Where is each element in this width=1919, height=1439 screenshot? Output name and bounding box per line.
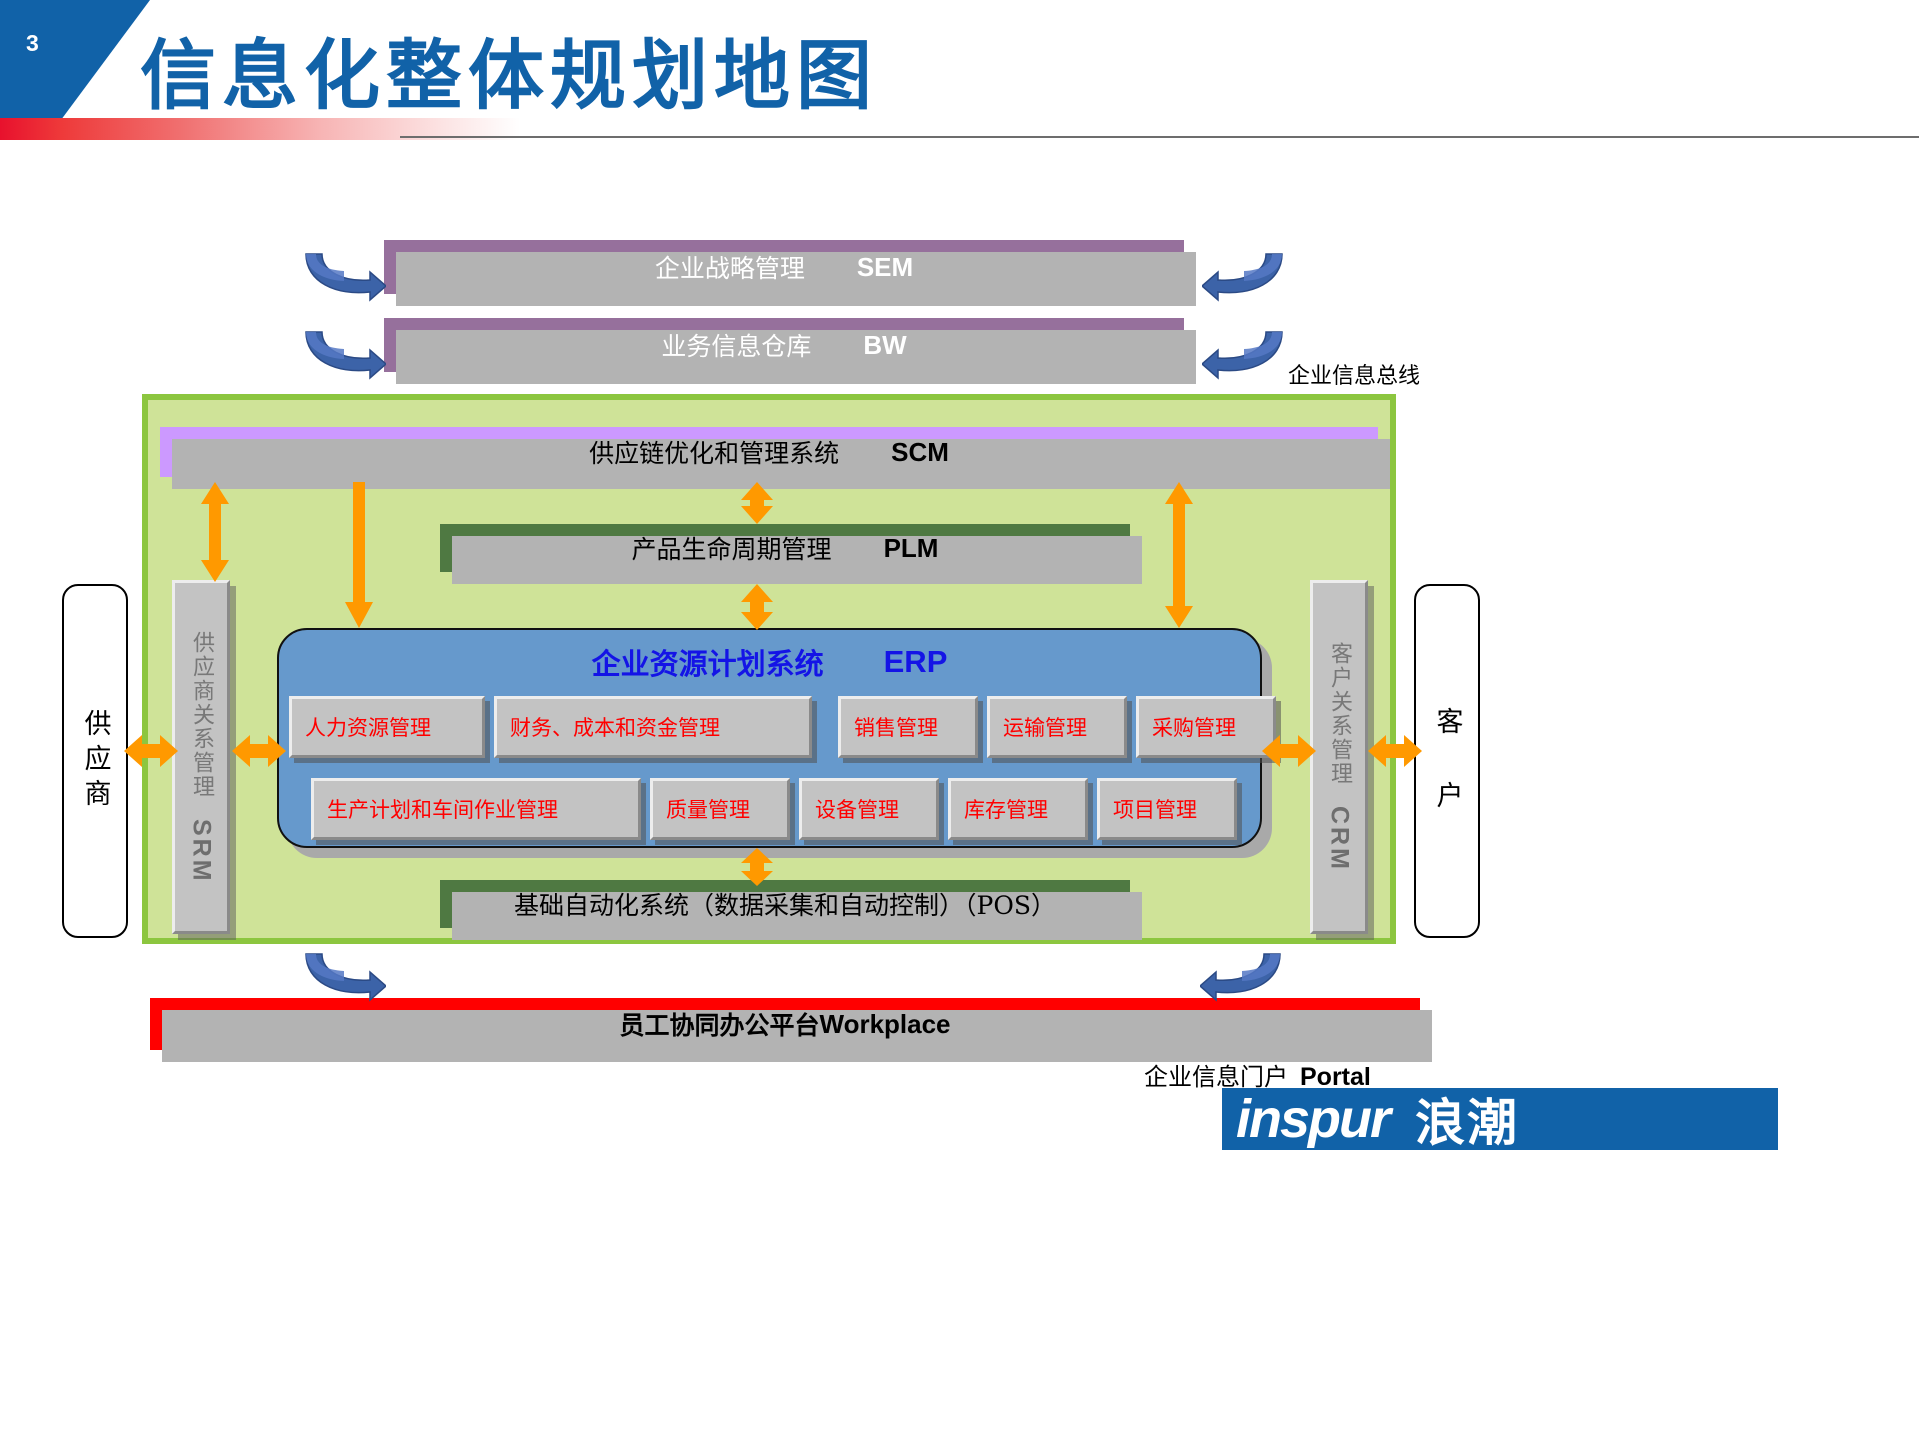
bw-label-en: BW	[863, 329, 907, 360]
erp-title: 企业资源计划系统 ERP	[279, 640, 1260, 684]
erp-module-row-2: 生产计划和车间作业管理 质量管理 设备管理 库存管理 项目管理	[289, 778, 1237, 840]
srm-panel: 供应商关系管理 SRM	[172, 580, 230, 934]
erp-module-row-1: 人力资源管理 财务、成本和资金管理 销售管理 运输管理 采购管理	[289, 696, 1276, 758]
srm-label-cn: 供应商关系管理	[189, 630, 214, 799]
erp-module[interactable]: 人力资源管理	[289, 696, 485, 758]
workplace-bar: 员工协同办公平台 Workplace	[150, 998, 1432, 1062]
plm-label-en: PLM	[883, 532, 939, 563]
workplace-label-cn: 员工协同办公平台	[619, 1011, 820, 1040]
erp-module[interactable]: 库存管理	[948, 778, 1088, 840]
slide-header: 3 信息化整体规划地图	[0, 0, 1919, 160]
portal-note-cn: 企业信息门户	[1144, 1063, 1288, 1091]
erp-label-en: ERP	[883, 644, 948, 679]
orange-arrow-erp-crm	[1262, 734, 1316, 768]
erp-module[interactable]: 项目管理	[1097, 778, 1237, 840]
curved-arrow-sem-left	[300, 248, 388, 307]
crm-label-cn: 客户关系管理	[1327, 642, 1352, 787]
sem-label-cn: 企业战略管理	[654, 254, 805, 283]
supplier-label: 供应商	[79, 708, 111, 814]
sem-bar: 企业战略管理 SEM	[384, 240, 1196, 306]
portal-note: 企业信息门户 Portal	[1144, 1057, 1371, 1092]
page-title: 信息化整体规划地图	[140, 31, 878, 120]
header-red-gradient-bar	[0, 118, 520, 140]
erp-label-cn: 企业资源计划系统	[591, 647, 824, 681]
inspur-logo: inspur 浪潮	[1222, 1088, 1778, 1152]
erp-module[interactable]: 销售管理	[838, 696, 978, 758]
orange-arrow-scm-srm	[200, 482, 230, 582]
curved-arrow-bw-left	[300, 326, 388, 385]
erp-module[interactable]: 财务、成本和资金管理	[494, 696, 812, 758]
scm-bar: 供应链优化和管理系统 SCM	[160, 427, 1390, 489]
bw-label-cn: 业务信息仓库	[661, 332, 812, 361]
supplier-box: 供应商	[62, 584, 128, 938]
orange-arrow-srm-erp	[232, 734, 286, 768]
workplace-label-en: Workplace	[819, 1008, 951, 1039]
curved-arrow-bw-right	[1200, 326, 1288, 385]
inspur-logo-en: inspur	[1236, 1089, 1391, 1149]
pos-label-cn: 基础自动化系统（数据采集和自动控制）（POS）	[514, 891, 1056, 920]
orange-arrow-erp-pos	[740, 848, 774, 886]
crm-panel: 客户关系管理 CRM	[1310, 580, 1368, 934]
orange-arrow-plm-erp	[740, 584, 774, 630]
srm-label-en: SRM	[187, 818, 216, 884]
erp-module[interactable]: 质量管理	[650, 778, 790, 840]
erp-panel: 企业资源计划系统 ERP 人力资源管理 财务、成本和资金管理 销售管理 运输管理…	[277, 628, 1276, 848]
plm-label-cn: 产品生命周期管理	[631, 535, 832, 564]
erp-module[interactable]: 运输管理	[987, 696, 1127, 758]
sem-label-en: SEM	[856, 251, 914, 282]
inspur-logo-cn: 浪潮	[1415, 1093, 1520, 1152]
curved-arrow-sem-right	[1200, 248, 1288, 307]
slide-number: 3	[26, 30, 39, 56]
erp-module[interactable]: 生产计划和车间作业管理	[311, 778, 641, 840]
curved-arrow-workplace-left	[300, 948, 388, 1007]
header-divider-line	[400, 136, 1919, 138]
enterprise-bus-note: 企业信息总线	[1288, 364, 1421, 389]
curved-arrow-workplace-right	[1198, 948, 1286, 1007]
orange-arrow-scm-crm	[1164, 482, 1194, 628]
scm-label-en: SCM	[891, 436, 949, 467]
orange-arrow-supplier-srm	[124, 734, 178, 768]
erp-module[interactable]: 设备管理	[799, 778, 939, 840]
crm-label-en: CRM	[1325, 806, 1354, 872]
erp-module[interactable]: 采购管理	[1136, 696, 1276, 758]
pos-bar: 基础自动化系统（数据采集和自动控制）（POS）	[440, 880, 1142, 940]
bw-bar: 业务信息仓库 BW	[384, 318, 1196, 384]
orange-arrow-crm-customer	[1368, 734, 1422, 768]
orange-arrow-scm-plm	[740, 482, 774, 524]
portal-note-en: Portal	[1300, 1063, 1371, 1091]
header-corner-shape	[0, 0, 150, 128]
customer-box: 客 户	[1414, 584, 1480, 938]
orange-arrow-scm-erp-left	[344, 482, 374, 628]
scm-label-cn: 供应链优化和管理系统	[589, 439, 840, 468]
plm-bar: 产品生命周期管理 PLM	[440, 524, 1142, 584]
customer-label: 客 户	[1431, 706, 1463, 816]
